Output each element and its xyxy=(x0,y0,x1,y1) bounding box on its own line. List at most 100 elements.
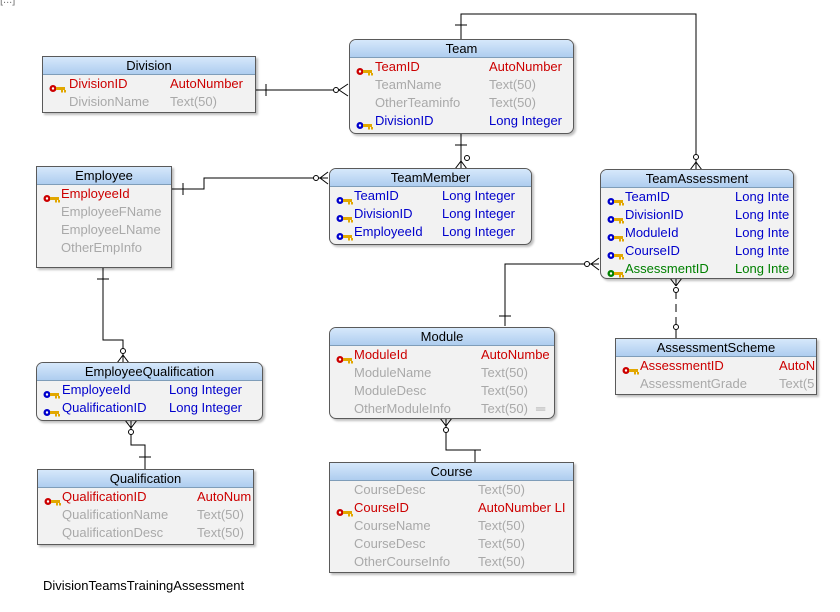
diagram-title: DivisionTeamsTrainingAssessment xyxy=(43,578,245,593)
field-name: OtherModuleInfo xyxy=(354,401,451,416)
alternate-key-icon xyxy=(607,265,624,278)
table-qualification-header[interactable]: Qualification xyxy=(38,470,253,488)
field-type: Text(50) xyxy=(478,482,525,497)
foreign-key-icon xyxy=(356,117,373,130)
field-type: Long Integer xyxy=(442,206,516,221)
field-name: AssessmentID xyxy=(640,358,724,373)
field-name: EmployeeId xyxy=(62,382,131,397)
table-field-row[interactable]: DivisionName Text(50) xyxy=(43,93,255,111)
field-name: EmployeeId xyxy=(61,186,130,201)
table-team-assessment-header[interactable]: TeamAssessment xyxy=(601,170,793,188)
table-employee-header[interactable]: Employee xyxy=(37,167,171,185)
table-field-row[interactable]: EmployeeId xyxy=(37,185,171,203)
relationship-assessmentscheme-teamassessment xyxy=(669,277,683,338)
field-name: CourseDesc xyxy=(354,536,426,551)
field-name: DivisionID xyxy=(375,113,434,128)
table-field-row[interactable]: OtherModuleInfo Text(50) ═ xyxy=(330,400,554,418)
relationship-division-team xyxy=(256,83,349,97)
table-field-row[interactable]: EmployeeId Long Integer xyxy=(37,381,262,399)
field-name: CourseID xyxy=(354,500,409,515)
primary-key-icon xyxy=(356,63,373,76)
field-type: Text(50) xyxy=(170,94,217,109)
foreign-key-icon xyxy=(607,193,624,206)
table-course-header[interactable]: Course xyxy=(330,463,573,481)
table-field-row[interactable]: OtherEmpInfo xyxy=(37,239,171,257)
table-field-row[interactable]: EmployeeLName xyxy=(37,221,171,239)
field-type: Long Integer xyxy=(442,188,516,203)
field-name: EmployeeLName xyxy=(61,222,161,237)
table-employee-qualification-header[interactable]: EmployeeQualification xyxy=(37,363,262,381)
field-name: OtherCourseInfo xyxy=(354,554,451,569)
field-type: Long Inte xyxy=(735,243,790,258)
field-type: Long Integer xyxy=(169,400,243,415)
field-type: Text(50) xyxy=(489,95,536,110)
primary-key-icon xyxy=(49,80,66,93)
field-type: AutoNumber xyxy=(170,76,243,91)
table-team-header[interactable]: Team xyxy=(350,40,573,58)
field-name: OtherTeaminfo xyxy=(375,95,461,110)
field-type: Long Integer xyxy=(442,224,516,239)
primary-key-icon xyxy=(622,362,639,375)
table-field-row[interactable]: TeamName Text(50) xyxy=(350,76,573,94)
primary-key-icon xyxy=(336,351,353,364)
field-type: Long Integer xyxy=(169,382,243,397)
table-field-row[interactable]: CourseDesc Text(50) xyxy=(330,481,573,499)
table-field-row[interactable]: EmployeeFName xyxy=(37,203,171,221)
field-name: CourseName xyxy=(354,518,431,533)
field-name: TeamID xyxy=(625,189,670,204)
field-name: TeamID xyxy=(375,59,420,74)
field-type: AutoNumber xyxy=(489,59,562,74)
primary-key-icon xyxy=(44,493,61,506)
field-type: Text(50) xyxy=(481,365,528,380)
field-name: TeamName xyxy=(375,77,442,92)
field-type: Text(50) xyxy=(481,401,528,416)
foreign-key-icon xyxy=(336,192,353,205)
field-name: CourseDesc xyxy=(354,482,426,497)
table-field-row[interactable]: OtherTeaminfo Text(50) xyxy=(350,94,573,112)
relationship-employee-teammember xyxy=(171,171,329,195)
relationship-team-teammember xyxy=(454,133,470,170)
more-fields-icon[interactable]: ═ xyxy=(536,401,546,416)
table-module-header[interactable]: Module xyxy=(330,328,554,346)
table-field-row[interactable]: TeamID AutoNumber xyxy=(350,58,573,76)
table-assessment-scheme-header[interactable]: AssessmentScheme xyxy=(616,339,816,357)
table-division-header[interactable]: Division xyxy=(43,57,255,75)
field-name: DivisionName xyxy=(69,94,150,109)
field-type: Text(50) xyxy=(489,77,536,92)
table-team-member-header[interactable]: TeamMember xyxy=(330,169,531,187)
